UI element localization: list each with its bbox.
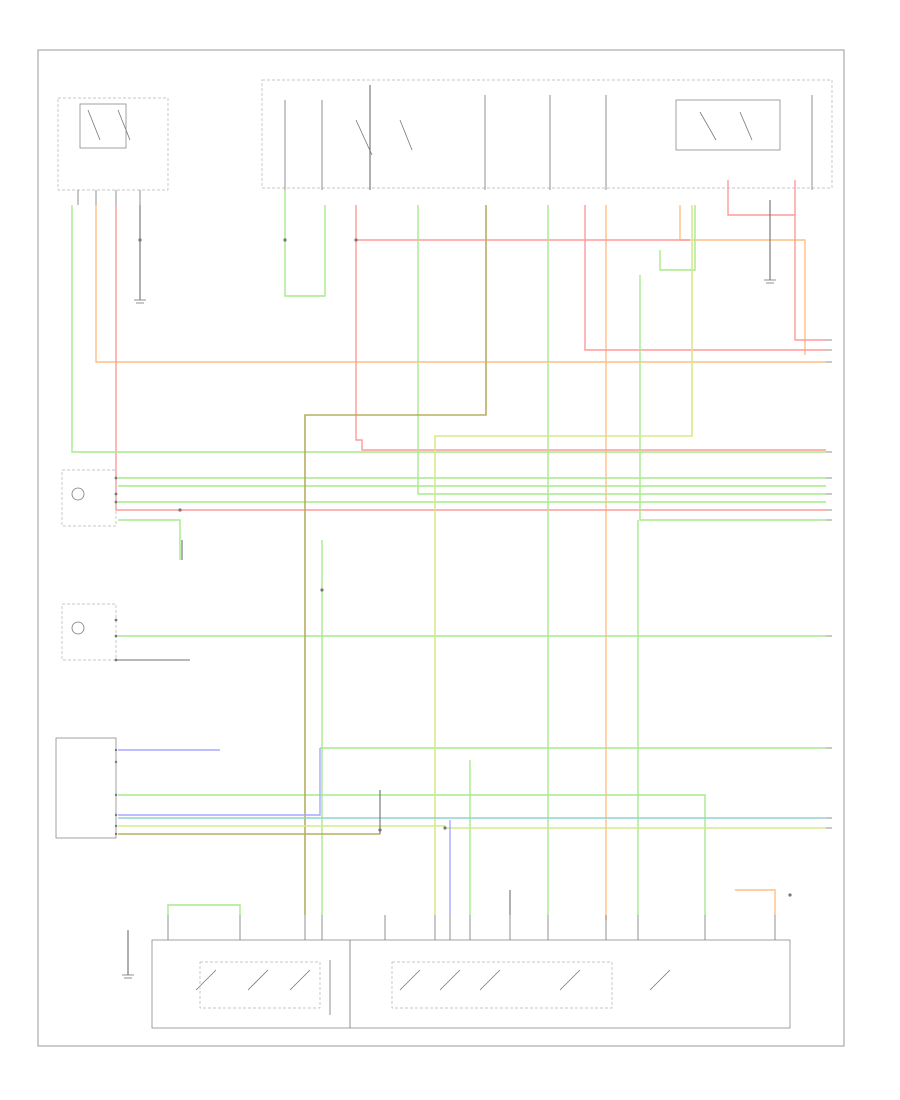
headlamp-switch-assembly <box>151 939 791 1029</box>
ground-symbols <box>122 279 776 979</box>
wire-green-run <box>71 190 826 915</box>
diagram-frame <box>37 49 845 1047</box>
left-headlamp <box>61 469 118 527</box>
wire-orange-run <box>95 205 826 920</box>
right-edge-connectors <box>826 339 832 829</box>
top-left-fuse-box <box>57 97 169 205</box>
switch-connector-pins <box>167 915 776 940</box>
body-control-module <box>55 737 118 839</box>
wire-olive-run <box>118 205 826 915</box>
wire-red-run <box>115 180 826 511</box>
top-center-fuse-box <box>261 79 833 190</box>
splice-points <box>138 238 792 897</box>
wire-black-run <box>116 85 771 975</box>
wire-blue-run <box>118 748 826 915</box>
right-headlamp <box>61 603 118 662</box>
